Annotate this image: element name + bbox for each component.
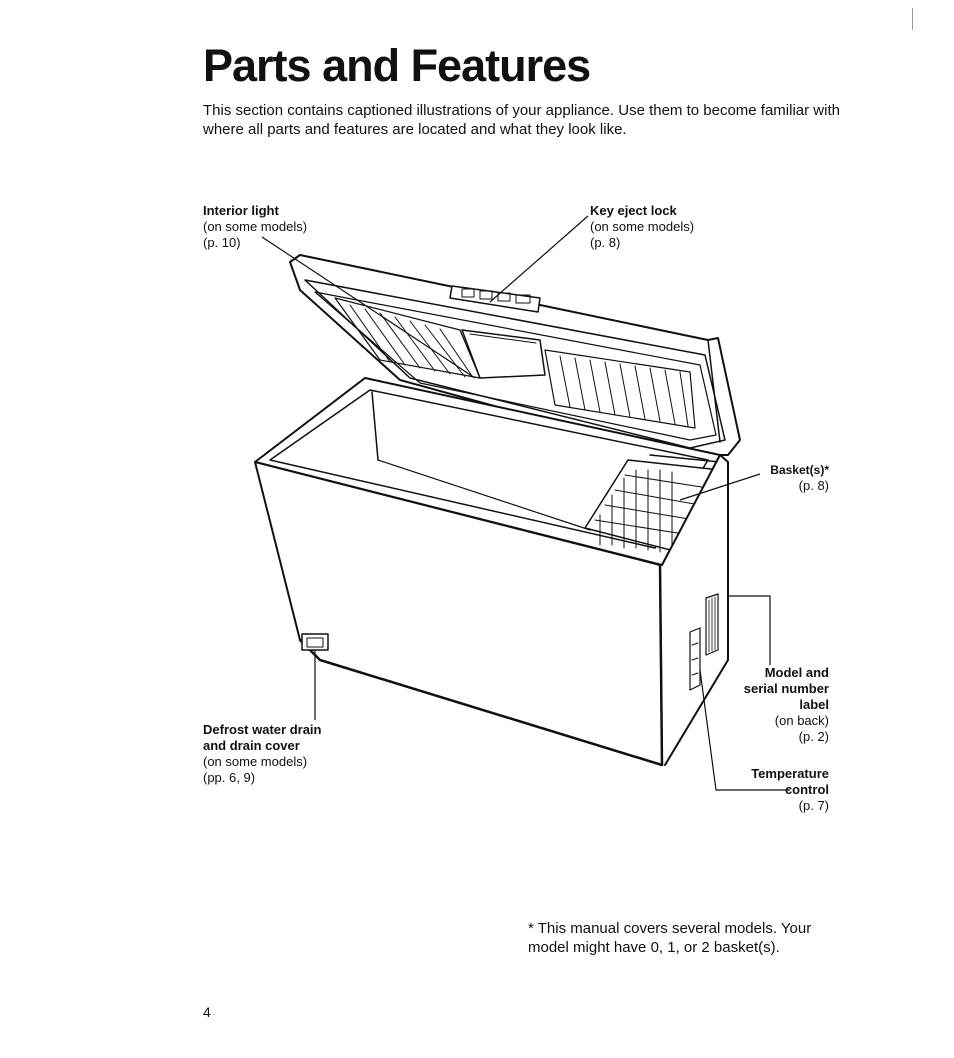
callout-page: (p. 8) xyxy=(798,478,829,493)
page-title: Parts and Features xyxy=(203,40,591,91)
leader-key-eject-lock xyxy=(490,216,588,302)
leader-model-label xyxy=(728,596,770,665)
callout-title-line2: control xyxy=(784,782,829,797)
callout-title-line1: Defrost water drain xyxy=(203,722,322,737)
drain-cover xyxy=(302,634,328,650)
callout-page: (p. 8) xyxy=(590,235,621,250)
callout-model-serial-label: Model and serial number label (on back) … xyxy=(744,665,829,745)
callout-page: (p. 7) xyxy=(798,798,829,813)
callout-note: (on some models) xyxy=(203,754,308,769)
leader-basket xyxy=(680,474,760,500)
footnote: * This manual covers several models. You… xyxy=(528,920,812,956)
callout-page: (p. 10) xyxy=(203,235,241,250)
callout-title-line1: Temperature xyxy=(751,766,829,781)
callout-page: (p. 2) xyxy=(798,729,829,744)
margin-rule xyxy=(912,8,913,30)
callout-title: Basket(s)* xyxy=(770,463,829,477)
intro-paragraph: This section contains captioned illustra… xyxy=(203,102,840,138)
callout-page: (pp. 6, 9) xyxy=(203,770,256,785)
temperature-dial xyxy=(690,628,700,690)
page-number: 4 xyxy=(203,1004,211,1020)
callout-title-line1: Model and xyxy=(764,665,829,680)
callout-title-line2: serial number xyxy=(743,681,829,696)
callout-key-eject-lock: Key eject lock (on some models) (p. 8) xyxy=(590,203,694,251)
callout-interior-light: Interior light (on some models) (p. 10) xyxy=(203,203,307,251)
callout-note: (on some models) xyxy=(203,219,308,234)
callout-temperature-control: Temperature control (p. 7) xyxy=(751,766,829,814)
callout-defrost-drain: Defrost water drain and drain cover (on … xyxy=(203,722,321,786)
side-vent xyxy=(706,594,718,655)
callout-note: (on back) xyxy=(774,713,829,728)
callout-title: Interior light xyxy=(203,203,279,218)
callout-title-line2: and drain cover xyxy=(203,738,300,753)
callout-note: (on some models) xyxy=(590,219,695,234)
callout-title: Key eject lock xyxy=(590,203,677,218)
leader-temperature xyxy=(700,670,790,790)
cabinet-side xyxy=(662,455,728,765)
callout-baskets: Basket(s)* (p. 8) xyxy=(770,462,829,494)
callout-title-line3: label xyxy=(799,697,829,712)
leader-interior-light xyxy=(262,237,475,378)
